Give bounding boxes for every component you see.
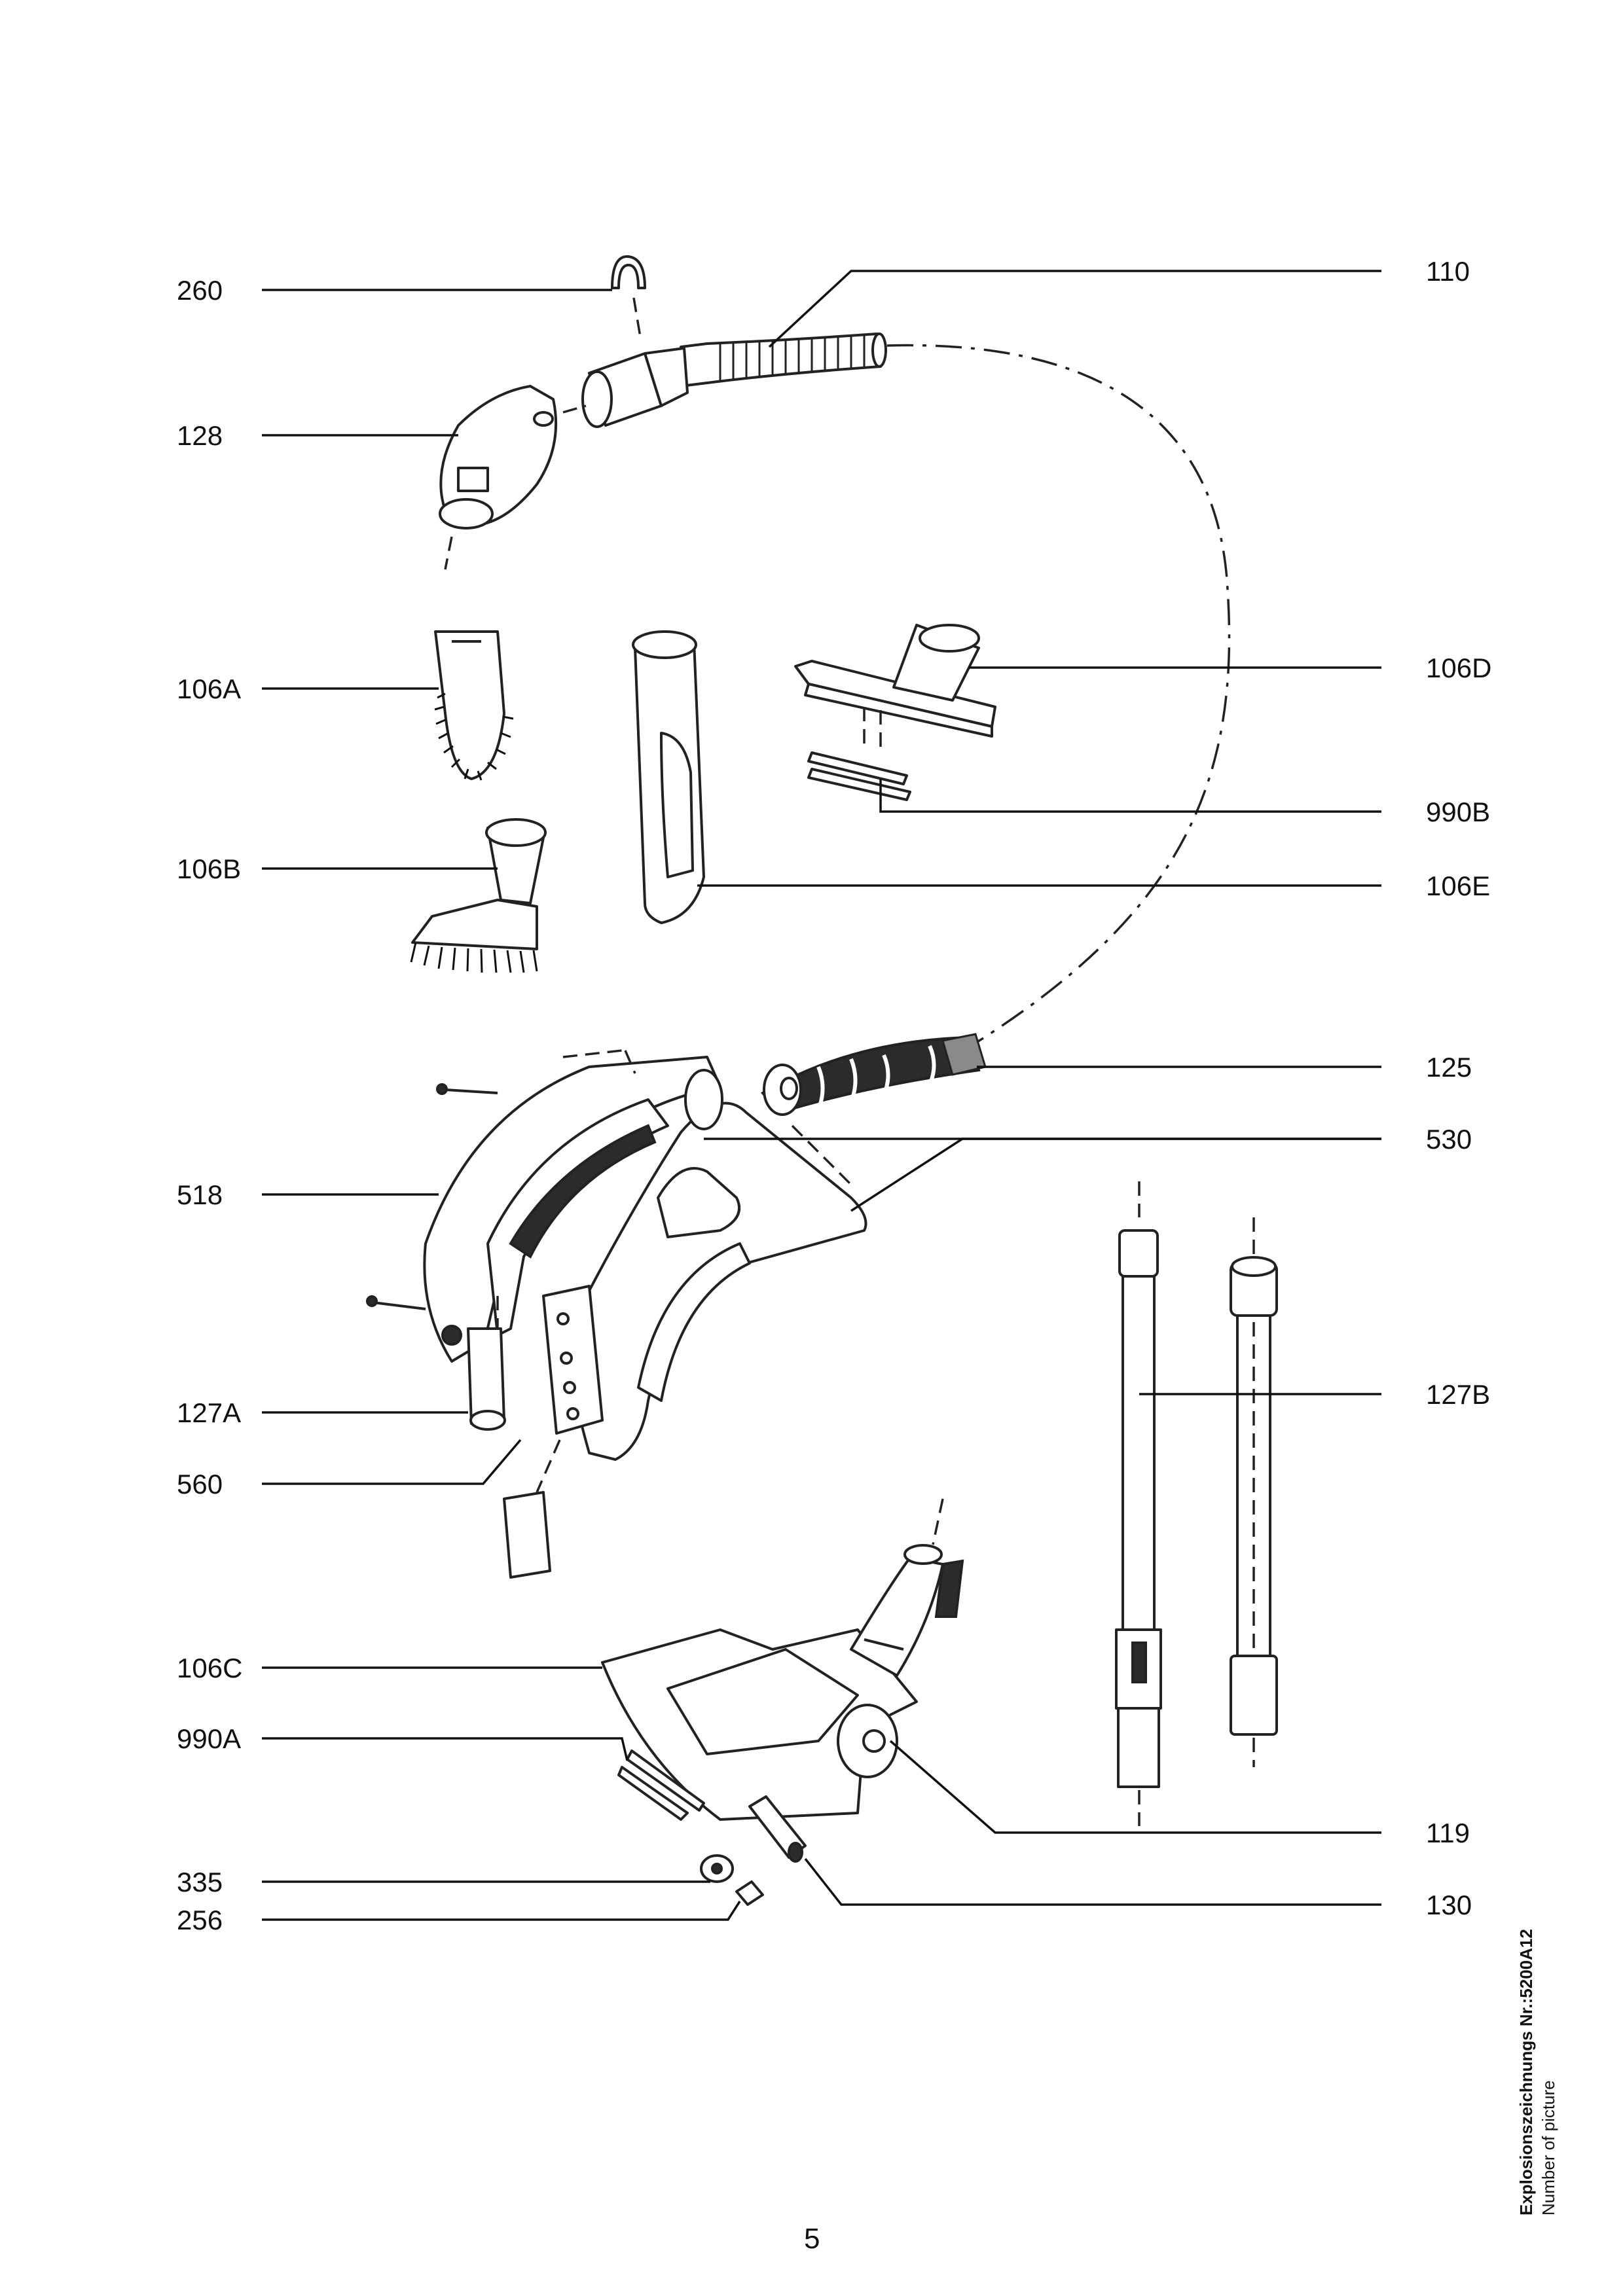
callout-128: 128 xyxy=(177,420,223,451)
part-110-hose xyxy=(581,332,887,428)
part-127B-telescopic-tube xyxy=(1115,1181,1278,1826)
leader-lines-left xyxy=(262,289,741,1921)
part-106E-crevice-tool xyxy=(632,630,705,924)
callout-530: 530 xyxy=(1426,1124,1472,1155)
callout-106A: 106A xyxy=(177,673,241,704)
callout-127B: 127B xyxy=(1426,1379,1490,1410)
part-335-washer xyxy=(700,1854,734,1883)
part-125-swivel xyxy=(760,1033,987,1116)
part-530-handle-body xyxy=(562,1069,867,1461)
part-106A-brush xyxy=(434,630,514,781)
part-256-screw xyxy=(735,1880,764,1906)
callout-518: 518 xyxy=(177,1179,223,1210)
leader-lines-right xyxy=(697,270,1381,1906)
callouts-right: 110 106D 990B 106E 125 530 127B 119 130 xyxy=(1426,256,1491,1920)
part-106D-nozzle xyxy=(794,624,996,749)
drawing-number-block: Explosionszeichnungs Nr.:5200A12 Number … xyxy=(1516,1929,1558,2215)
callout-990B: 990B xyxy=(1426,797,1490,827)
callout-260: 260 xyxy=(177,275,223,306)
drawing-number: Explosionszeichnungs Nr.:5200A12 xyxy=(1516,1929,1536,2215)
callout-106C: 106C xyxy=(177,1653,242,1683)
callout-130: 130 xyxy=(1426,1890,1472,1920)
callout-106D: 106D xyxy=(1426,653,1491,683)
part-106C-floor-nozzle xyxy=(601,1498,964,1821)
callouts-left: 260 128 106A 106B 518 127A 560 106C 990A… xyxy=(177,275,242,1935)
callout-256: 256 xyxy=(177,1905,223,1935)
part-260-clip xyxy=(611,255,646,338)
callout-106B: 106B xyxy=(177,853,241,884)
callout-560: 560 xyxy=(177,1469,223,1499)
part-128-handle xyxy=(439,385,587,570)
page-number: 5 xyxy=(804,2223,820,2255)
part-518-housing xyxy=(366,1049,721,1363)
part-130-brush-roll xyxy=(748,1795,807,1863)
part-560-switch xyxy=(503,1285,604,1579)
callout-125: 125 xyxy=(1426,1052,1472,1083)
part-990B-strip xyxy=(807,751,911,801)
callout-110: 110 xyxy=(1426,256,1470,287)
callout-335: 335 xyxy=(177,1867,223,1897)
part-106B-dusting-brush xyxy=(410,818,547,973)
drawing-number-en: Number of picture xyxy=(1539,2080,1558,2215)
hose-path-line xyxy=(886,344,1231,1049)
callout-990A: 990A xyxy=(177,1723,241,1754)
part-127A-tube-end xyxy=(467,1296,506,1431)
callout-119: 119 xyxy=(1426,1818,1470,1848)
callout-106E: 106E xyxy=(1426,870,1490,901)
callout-127A: 127A xyxy=(177,1397,241,1428)
part-990A-strip xyxy=(617,1749,705,1821)
